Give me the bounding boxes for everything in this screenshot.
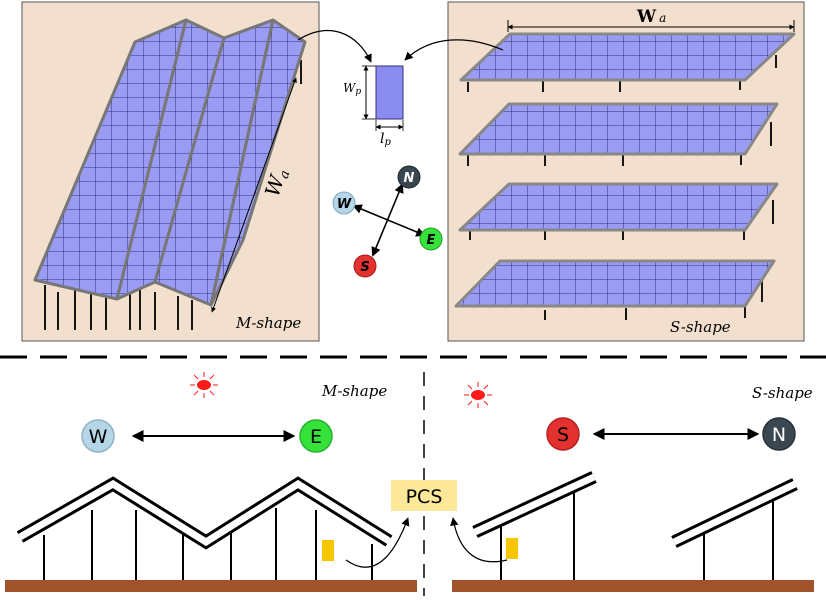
m-to-module-arrow (297, 30, 372, 63)
m-side-posts (43, 508, 373, 580)
pv-module-detail: Wp lp (297, 30, 504, 148)
s-to-module-arrow (404, 39, 504, 61)
east-badge (299, 419, 333, 453)
south-badge (546, 417, 580, 451)
sun-icon-left (190, 372, 218, 398)
s-shape-row-1 (459, 32, 796, 82)
west-badge (81, 419, 115, 453)
module-height-label: Wp (343, 81, 361, 97)
pcs-unit: PCS (345, 480, 508, 568)
s-shape-side-view: S-shape S N (452, 382, 814, 592)
compass-west-label: W (337, 197, 352, 212)
s-inverter (506, 538, 518, 559)
s-side-posts (500, 490, 774, 580)
pcs-label: PCS (406, 486, 443, 508)
compass-south-label: S (360, 260, 369, 275)
sun-icon-right (464, 382, 492, 408)
south-label: S (557, 424, 569, 446)
compass-east-badge (419, 227, 443, 251)
m-shape-support-posts (44, 60, 302, 330)
west-label: W (89, 426, 108, 448)
compass-north-label: N (404, 171, 415, 186)
east-label: E (310, 426, 322, 448)
pcs-box (391, 480, 457, 511)
m-roof-fill (18, 479, 391, 547)
compass-south-badge (353, 254, 377, 278)
compass-north-badge (397, 165, 421, 189)
s-row-2-fill (672, 480, 797, 546)
s-shape-side-label: S-shape (752, 384, 813, 402)
compass: N W E S (332, 165, 443, 278)
module-width-label: lp (380, 131, 391, 148)
north-label: N (772, 424, 786, 446)
north-badge (762, 417, 796, 451)
m-ground (5, 580, 417, 592)
m-shape-side-view: M-shape W E (5, 372, 417, 592)
m-roof-outline (16, 476, 393, 550)
compass-we-arrow (352, 204, 426, 237)
pv-module (375, 65, 404, 120)
s-row-1-fill (473, 473, 596, 536)
s-shape-row-2 (458, 102, 779, 156)
s-shape-top-label: S-shape (670, 318, 731, 336)
compass-west-badge (332, 191, 356, 215)
s-inverter-to-pcs-arrow (450, 517, 508, 563)
s-shape-row-4 (454, 259, 776, 308)
compass-east-label: E (427, 233, 436, 248)
m-shape-top-panel: Wa M-shape (21, 1, 320, 342)
m-shape-top-label: M-shape (235, 314, 301, 332)
m-inverter-to-pcs-arrow (345, 517, 410, 568)
s-shape-row-3 (458, 182, 779, 232)
m-inverter (322, 540, 334, 561)
m-shape-dimension-arrow (211, 77, 297, 313)
m-shape-side-label: M-shape (321, 382, 387, 400)
s-ground (452, 580, 814, 592)
